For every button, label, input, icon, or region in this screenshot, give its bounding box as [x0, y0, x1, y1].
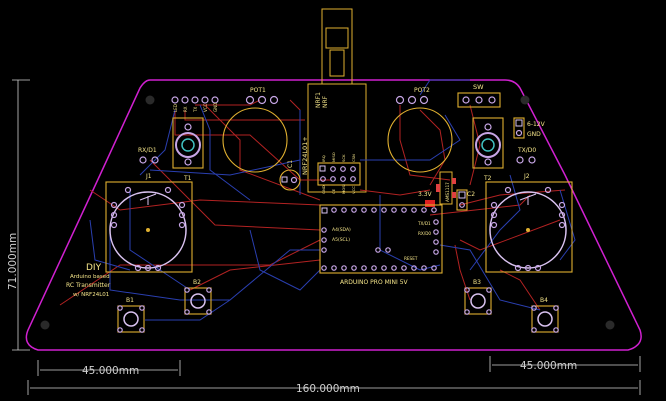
nrf-module-label: NRF24L01+ [301, 136, 309, 175]
t1-label: T1 [183, 175, 192, 182]
nrf-pin-miso: MISO [331, 152, 336, 162]
diy-line3: w/ NRF24L01 [73, 292, 109, 298]
pot2-footprint [387, 95, 453, 173]
tx-label: TX/D0 [517, 147, 536, 154]
b3-footprint [464, 287, 492, 315]
t1-footprint [172, 117, 204, 169]
b1-label: B1 [126, 297, 134, 304]
rx-label: RX/D1 [138, 147, 157, 154]
pin-label-tx: TX [193, 107, 198, 113]
c2-label: C2 [467, 191, 475, 198]
power-connector [513, 117, 525, 139]
ams-label: AMS1117 [445, 182, 450, 202]
nrf-pin-mosi: MOSI [341, 184, 346, 194]
arduino-label: ARDUINO PRO MINI 5V [340, 279, 409, 286]
pot1-footprint [222, 95, 288, 173]
pin-label-gnd: GND [213, 103, 218, 112]
b3-label: B3 [473, 279, 481, 286]
copper-bottom-traces [89, 79, 576, 321]
red-smd [425, 200, 435, 207]
diy-line2: RC Transmitter [66, 282, 111, 289]
b1-footprint [117, 305, 145, 333]
reset-label: RESET [404, 256, 418, 261]
b4-label: B4 [540, 297, 548, 304]
nrf-pin-ce: CE [331, 188, 336, 194]
nrf-pin-irq: IRQ [321, 155, 326, 162]
rxi-label: RX/D0 [418, 231, 431, 236]
serial-header [171, 96, 219, 104]
dimension-lines [12, 79, 641, 395]
j1-footprint [105, 181, 193, 273]
c2-footprint [456, 189, 468, 211]
rx-pad-2 [151, 156, 159, 164]
sw-footprint [457, 92, 501, 108]
b4-footprint [531, 305, 559, 333]
dim-right-width: 45.000mm [520, 360, 577, 372]
b2-footprint [184, 287, 212, 315]
sw-label: SW [473, 83, 484, 91]
j2-label: J2 [523, 173, 530, 180]
regulator-tab [436, 184, 440, 192]
nrf-pin-sck: SCK [341, 154, 346, 162]
dim-left-width: 45.000mm [82, 365, 139, 377]
scl-label: A5(SCL) [332, 237, 350, 243]
board-outline [25, 79, 642, 351]
rx-pad [139, 156, 147, 164]
sda-label: A4(SDA) [332, 227, 351, 233]
mounting-holes [40, 95, 615, 330]
v612-label: 6-12V [527, 121, 546, 128]
v33-label: 3.3V [418, 191, 433, 198]
pin-label-vcc: VCC [203, 103, 208, 112]
t2-label: T2 [483, 175, 492, 182]
nrf-pin-gnd: GND [321, 185, 326, 194]
tx-pad-2 [528, 156, 536, 164]
nrf-label: NRF [322, 95, 329, 108]
j1-label: J1 [145, 173, 152, 180]
t2-footprint [472, 117, 504, 169]
gnd-label: GND [527, 131, 541, 138]
pot2-label: POT2 [414, 87, 430, 94]
diy-title: DIY [86, 263, 102, 273]
dim-total-width: 160.000mm [296, 383, 360, 395]
pin-label-led: LED [173, 104, 178, 112]
nrf-module-outline [307, 83, 367, 193]
nrf-pin-vcc: VCC [351, 186, 356, 194]
pot1-label: POT1 [250, 87, 266, 94]
tx-pad [516, 156, 524, 164]
nrf1-label: NRF1 [315, 92, 322, 108]
copper-top-traces [59, 99, 566, 311]
b2-label: B2 [193, 279, 201, 286]
j2-footprint [485, 181, 573, 273]
c1-footprint [279, 169, 301, 191]
arduino-footprint [319, 204, 443, 274]
dim-height: 71.000mm [7, 233, 19, 290]
txo-label: TX/D1 [417, 221, 431, 226]
c1-label: C1 [287, 160, 294, 168]
nrf-pin-csn: CSN [351, 154, 356, 162]
pin-label-rx: RX [183, 106, 188, 112]
diy-line1: Arduino based [70, 274, 110, 280]
nrf-header [317, 162, 361, 186]
